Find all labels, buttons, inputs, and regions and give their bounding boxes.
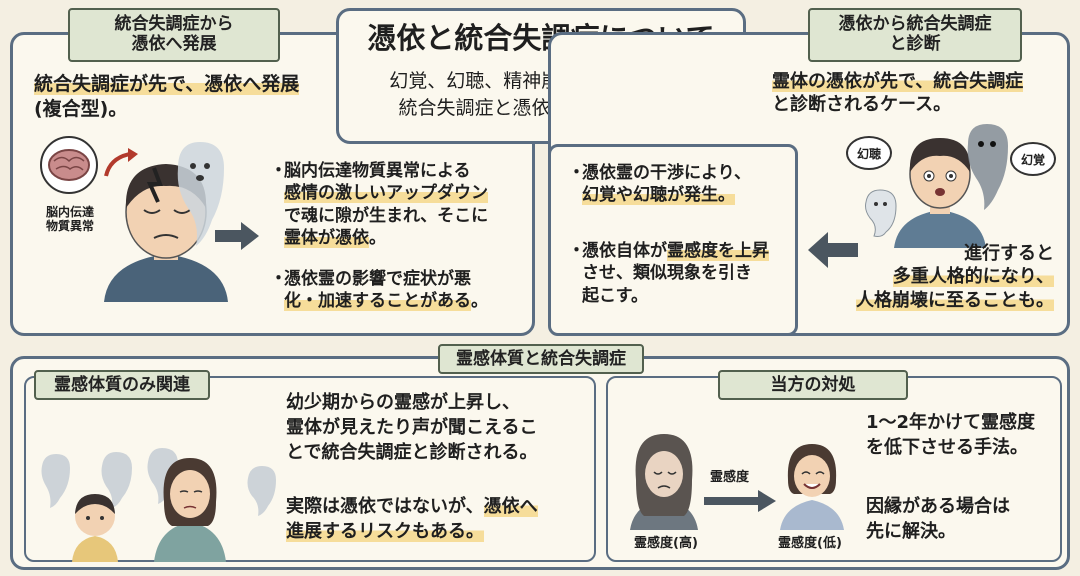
bottom-left-text-2: 実際は憑依ではないが、憑依へ 進展するリスクもある。: [286, 496, 538, 543]
label-low-sensitivity: 霊感度(低): [778, 536, 842, 551]
bottom-right-text-2: 因縁がある場合は 先に解決。: [866, 496, 1010, 543]
right-bullet-1: ・ 憑依霊の干渉により、 幻覚や幻聴が発生。: [568, 163, 751, 206]
brain-illustration: [40, 136, 98, 194]
person-hallucination-illustration: [894, 138, 986, 248]
label-high-sensitivity: 霊感度(高): [634, 536, 698, 551]
left-bullet-2: ・ 憑依霊の影響で症状が悪 化・加速することがある。: [270, 269, 488, 312]
child-illustration: [72, 494, 118, 562]
ghost-dark-icon: [967, 124, 1008, 210]
left-panel-lead: 統合失調症が先で、憑依へ発展 (複合型)。: [34, 73, 300, 120]
person-low-sensitivity-illustration: [780, 444, 844, 530]
left-panel-arrow-icon: [215, 222, 259, 250]
auditory-hallucination-bubble: 幻聴: [846, 136, 892, 170]
progression-text: 進行すると 多重人格的になり、 人格崩壊に至ることも。: [856, 243, 1054, 311]
left-panel-tab: 統合失調症から 憑依へ発展: [68, 8, 280, 62]
right-bullet-2: ・ 憑依自体が霊感度を上昇 させ、類似現象を引き 起こす。: [568, 241, 769, 306]
sensitivity-arrow-icon: [704, 490, 776, 512]
person-high-sensitivity-illustration: [630, 434, 698, 530]
bottom-left-text-1: 幼少期からの霊感が上昇し、 霊体が見えたり声が聞こえるこ とで統合失調症と診断さ…: [286, 392, 538, 464]
left-bullet-1: ・ 脳内伝達物質異常による 感情の激しいアップダウン で魂に隙が生まれ、そこに …: [270, 161, 489, 249]
right-panel-tab: 憑依から統合失調症 と診断: [808, 8, 1022, 62]
bottom-left-tab: 霊感体質のみ関連: [34, 370, 210, 400]
right-panel-arrow-icon: [808, 232, 858, 268]
arrow-label: 霊感度: [710, 470, 750, 485]
red-arrow-icon: [104, 148, 138, 177]
brain-label: 脳内伝達 物質異常: [45, 205, 94, 234]
ghost-icon: [177, 142, 224, 246]
bottom-right-text-1: 1〜2年かけて霊感度 を低下させる手法。: [866, 412, 1036, 459]
bottom-right-tab: 当方の対処: [718, 370, 908, 400]
right-inner-box: [548, 144, 798, 336]
visual-hallucination-bubble: 幻覚: [1010, 142, 1056, 176]
ghost-small-icon: [865, 189, 897, 237]
right-panel-lead: 霊体の憑依が先で、統合失調症 と診断されるケース。: [772, 71, 1024, 116]
section-title: 霊感体質と統合失調症: [438, 344, 644, 374]
mother-illustration: [154, 458, 226, 562]
